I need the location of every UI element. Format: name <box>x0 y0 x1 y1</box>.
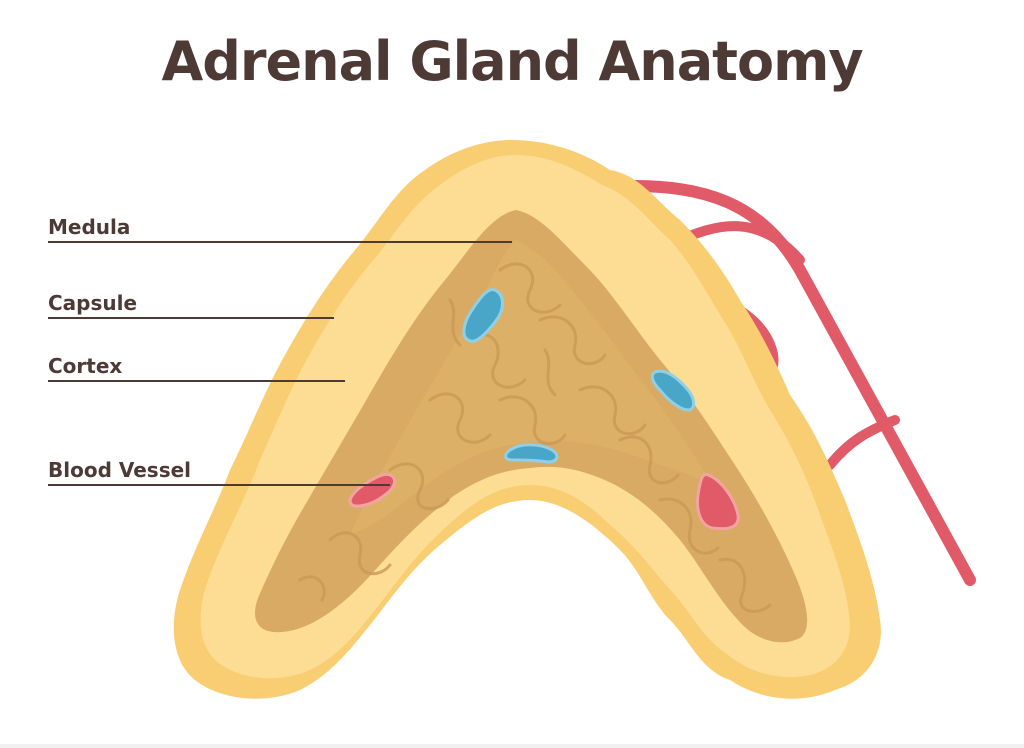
vessel-red-1 <box>348 472 397 508</box>
label-blood-vessel: Blood Vessel <box>48 458 192 482</box>
medulla-texture <box>298 262 772 613</box>
vein-blue-3 <box>504 443 559 464</box>
vein-blue-2 <box>650 369 696 412</box>
label-leader-lines <box>48 241 512 486</box>
label-medula: Medula <box>48 215 131 239</box>
vessel-red-2 <box>696 473 740 531</box>
vein-blue-1 <box>462 288 504 343</box>
medulla <box>350 240 712 535</box>
label-cortex: Cortex <box>48 354 123 378</box>
label-capsule: Capsule <box>48 291 138 315</box>
page-title: Adrenal Gland Anatomy <box>161 30 863 93</box>
bottom-strip <box>0 744 1024 748</box>
